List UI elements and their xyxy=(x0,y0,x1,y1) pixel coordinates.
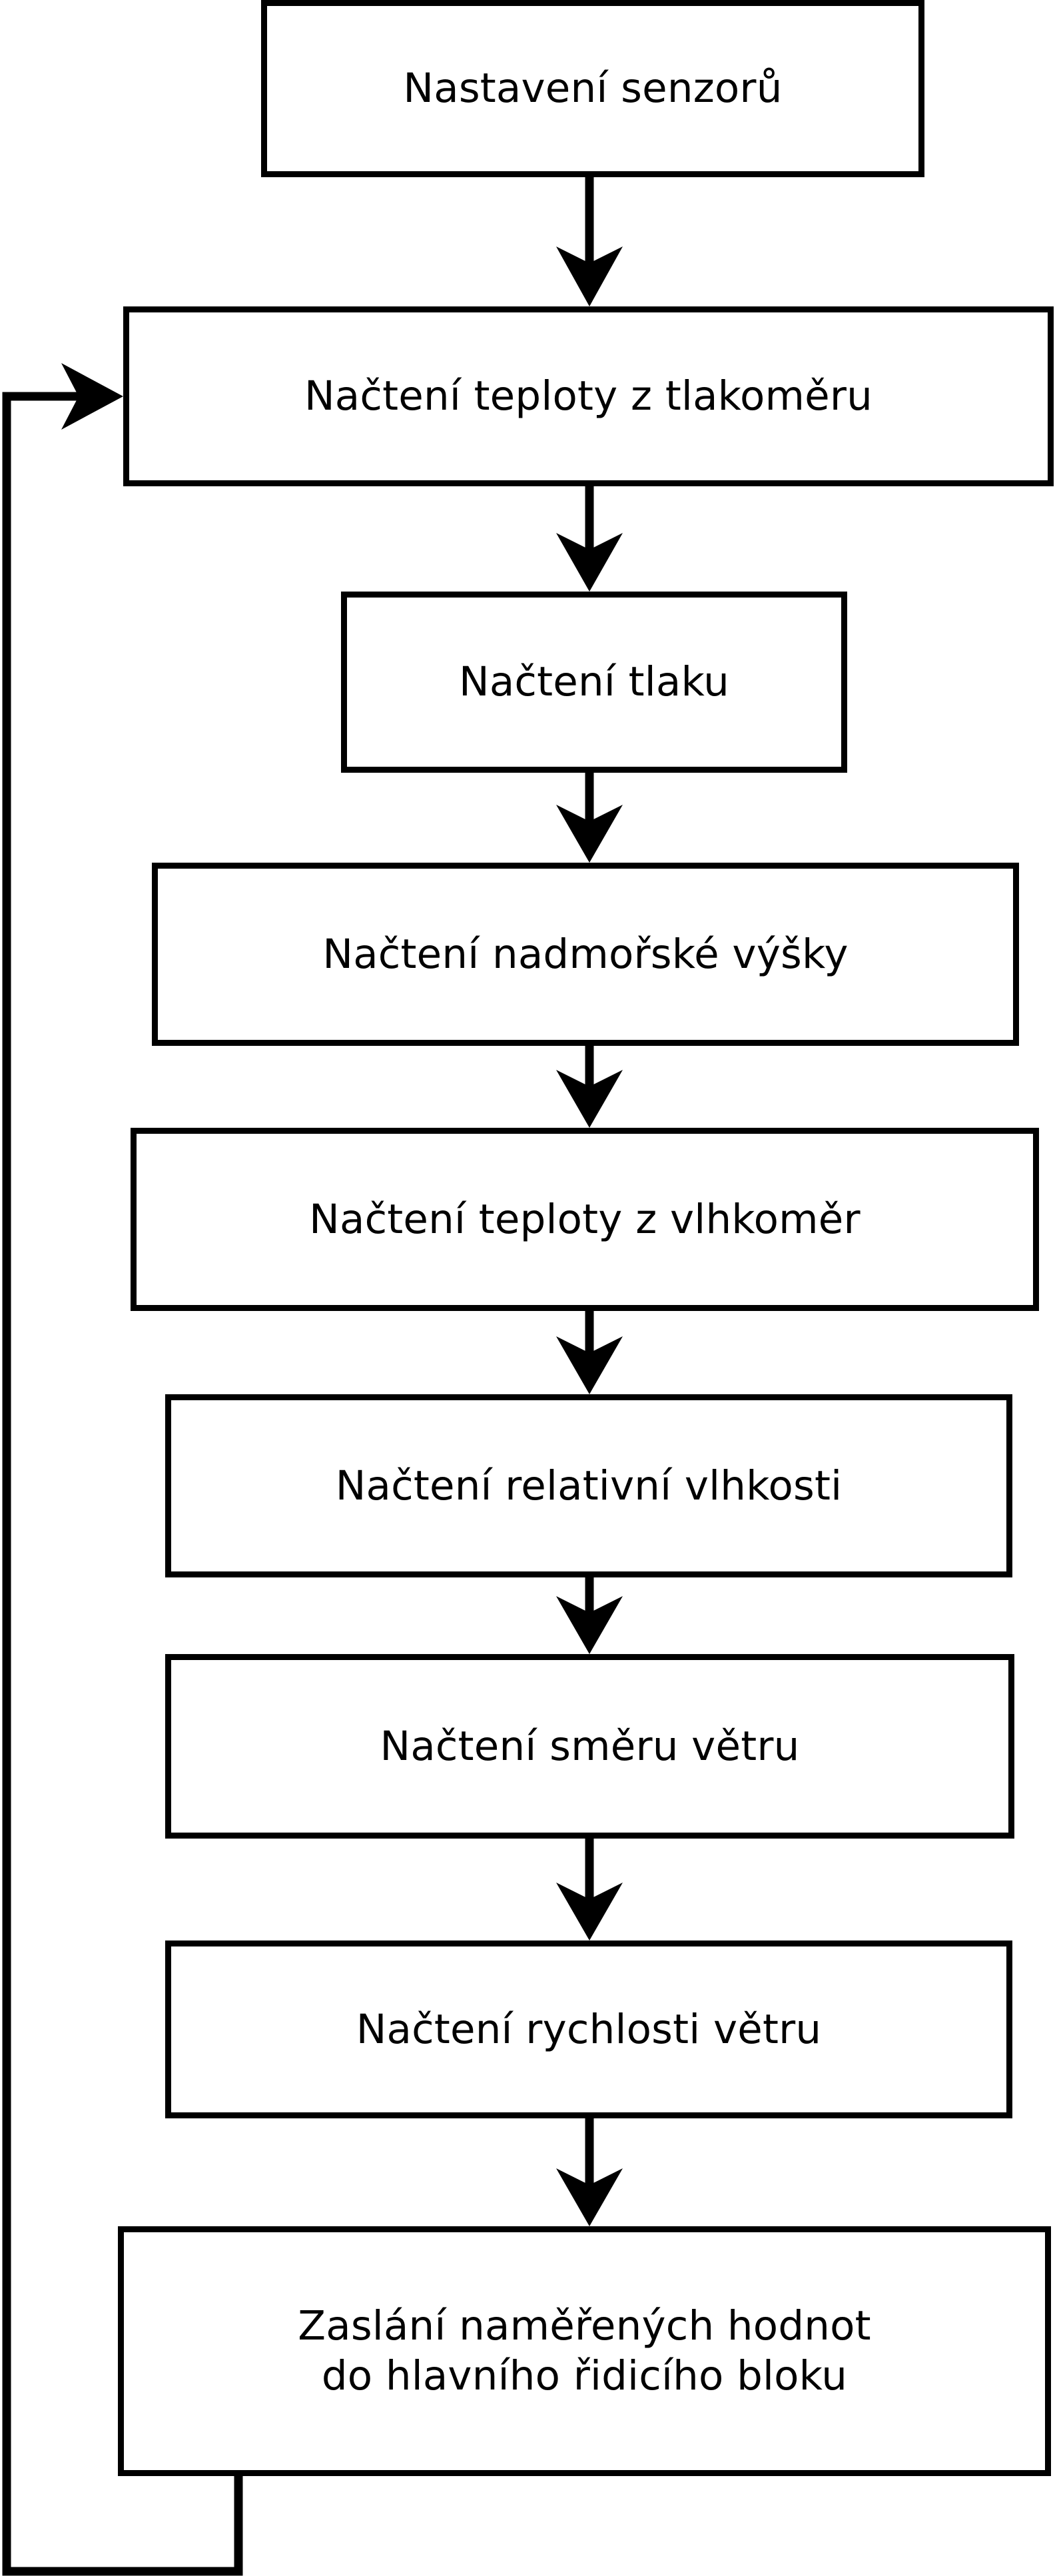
edge-n9-n2-feedback-loop xyxy=(2,363,243,2576)
node-label: Načtení směru větru xyxy=(380,1722,800,1770)
node-nacteni-tlaku[interactable]: Načtení tlaku xyxy=(341,592,847,773)
node-label: Načtení nadmořské výšky xyxy=(322,930,849,978)
node-nacteni-nadmorske-vysky[interactable]: Načtení nadmořské výšky xyxy=(152,863,1019,1046)
edge-n8-n9 xyxy=(556,2118,623,2226)
node-label: Načtení teploty z tlakoměru xyxy=(304,372,873,420)
node-label: Načtení teploty z vlhkoměr xyxy=(309,1195,861,1243)
node-nacteni-smeru-vetru[interactable]: Načtení směru větru xyxy=(165,1654,1014,1839)
edge-n5-n6 xyxy=(556,1311,623,1394)
node-zaslani-namerenych-hodnot[interactable]: Zaslání naměřených hodnot do hlavního ři… xyxy=(118,2226,1051,2476)
edge-n2-n3 xyxy=(556,486,623,592)
edge-n7-n8 xyxy=(556,1839,623,1940)
node-label: Nastavení senzorů xyxy=(403,65,783,113)
edge-n6-n7 xyxy=(556,1577,623,1654)
node-label: Zaslání naměřených hodnot do hlavního ři… xyxy=(298,2302,871,2399)
edge-n4-n5 xyxy=(556,1046,623,1128)
edge-n1-n2 xyxy=(556,177,623,306)
node-nacteni-rychlosti-vetru[interactable]: Načtení rychlosti větru xyxy=(165,1940,1012,2118)
node-nacteni-teploty-z-tlakomeru[interactable]: Načtení teploty z tlakoměru xyxy=(123,306,1054,486)
edge-n3-n4 xyxy=(556,773,623,863)
node-nacteni-teploty-z-vlhkomer[interactable]: Načtení teploty z vlhkoměr xyxy=(131,1128,1039,1311)
node-label: Načtení tlaku xyxy=(459,658,729,706)
node-nastaveni-senzoru[interactable]: Nastavení senzorů xyxy=(261,0,924,177)
node-label: Načtení relativní vlhkosti xyxy=(335,1462,843,1509)
node-label: Načtení rychlosti větru xyxy=(356,2005,822,2053)
node-nacteni-relativni-vlhkosti[interactable]: Načtení relativní vlhkosti xyxy=(165,1394,1012,1577)
